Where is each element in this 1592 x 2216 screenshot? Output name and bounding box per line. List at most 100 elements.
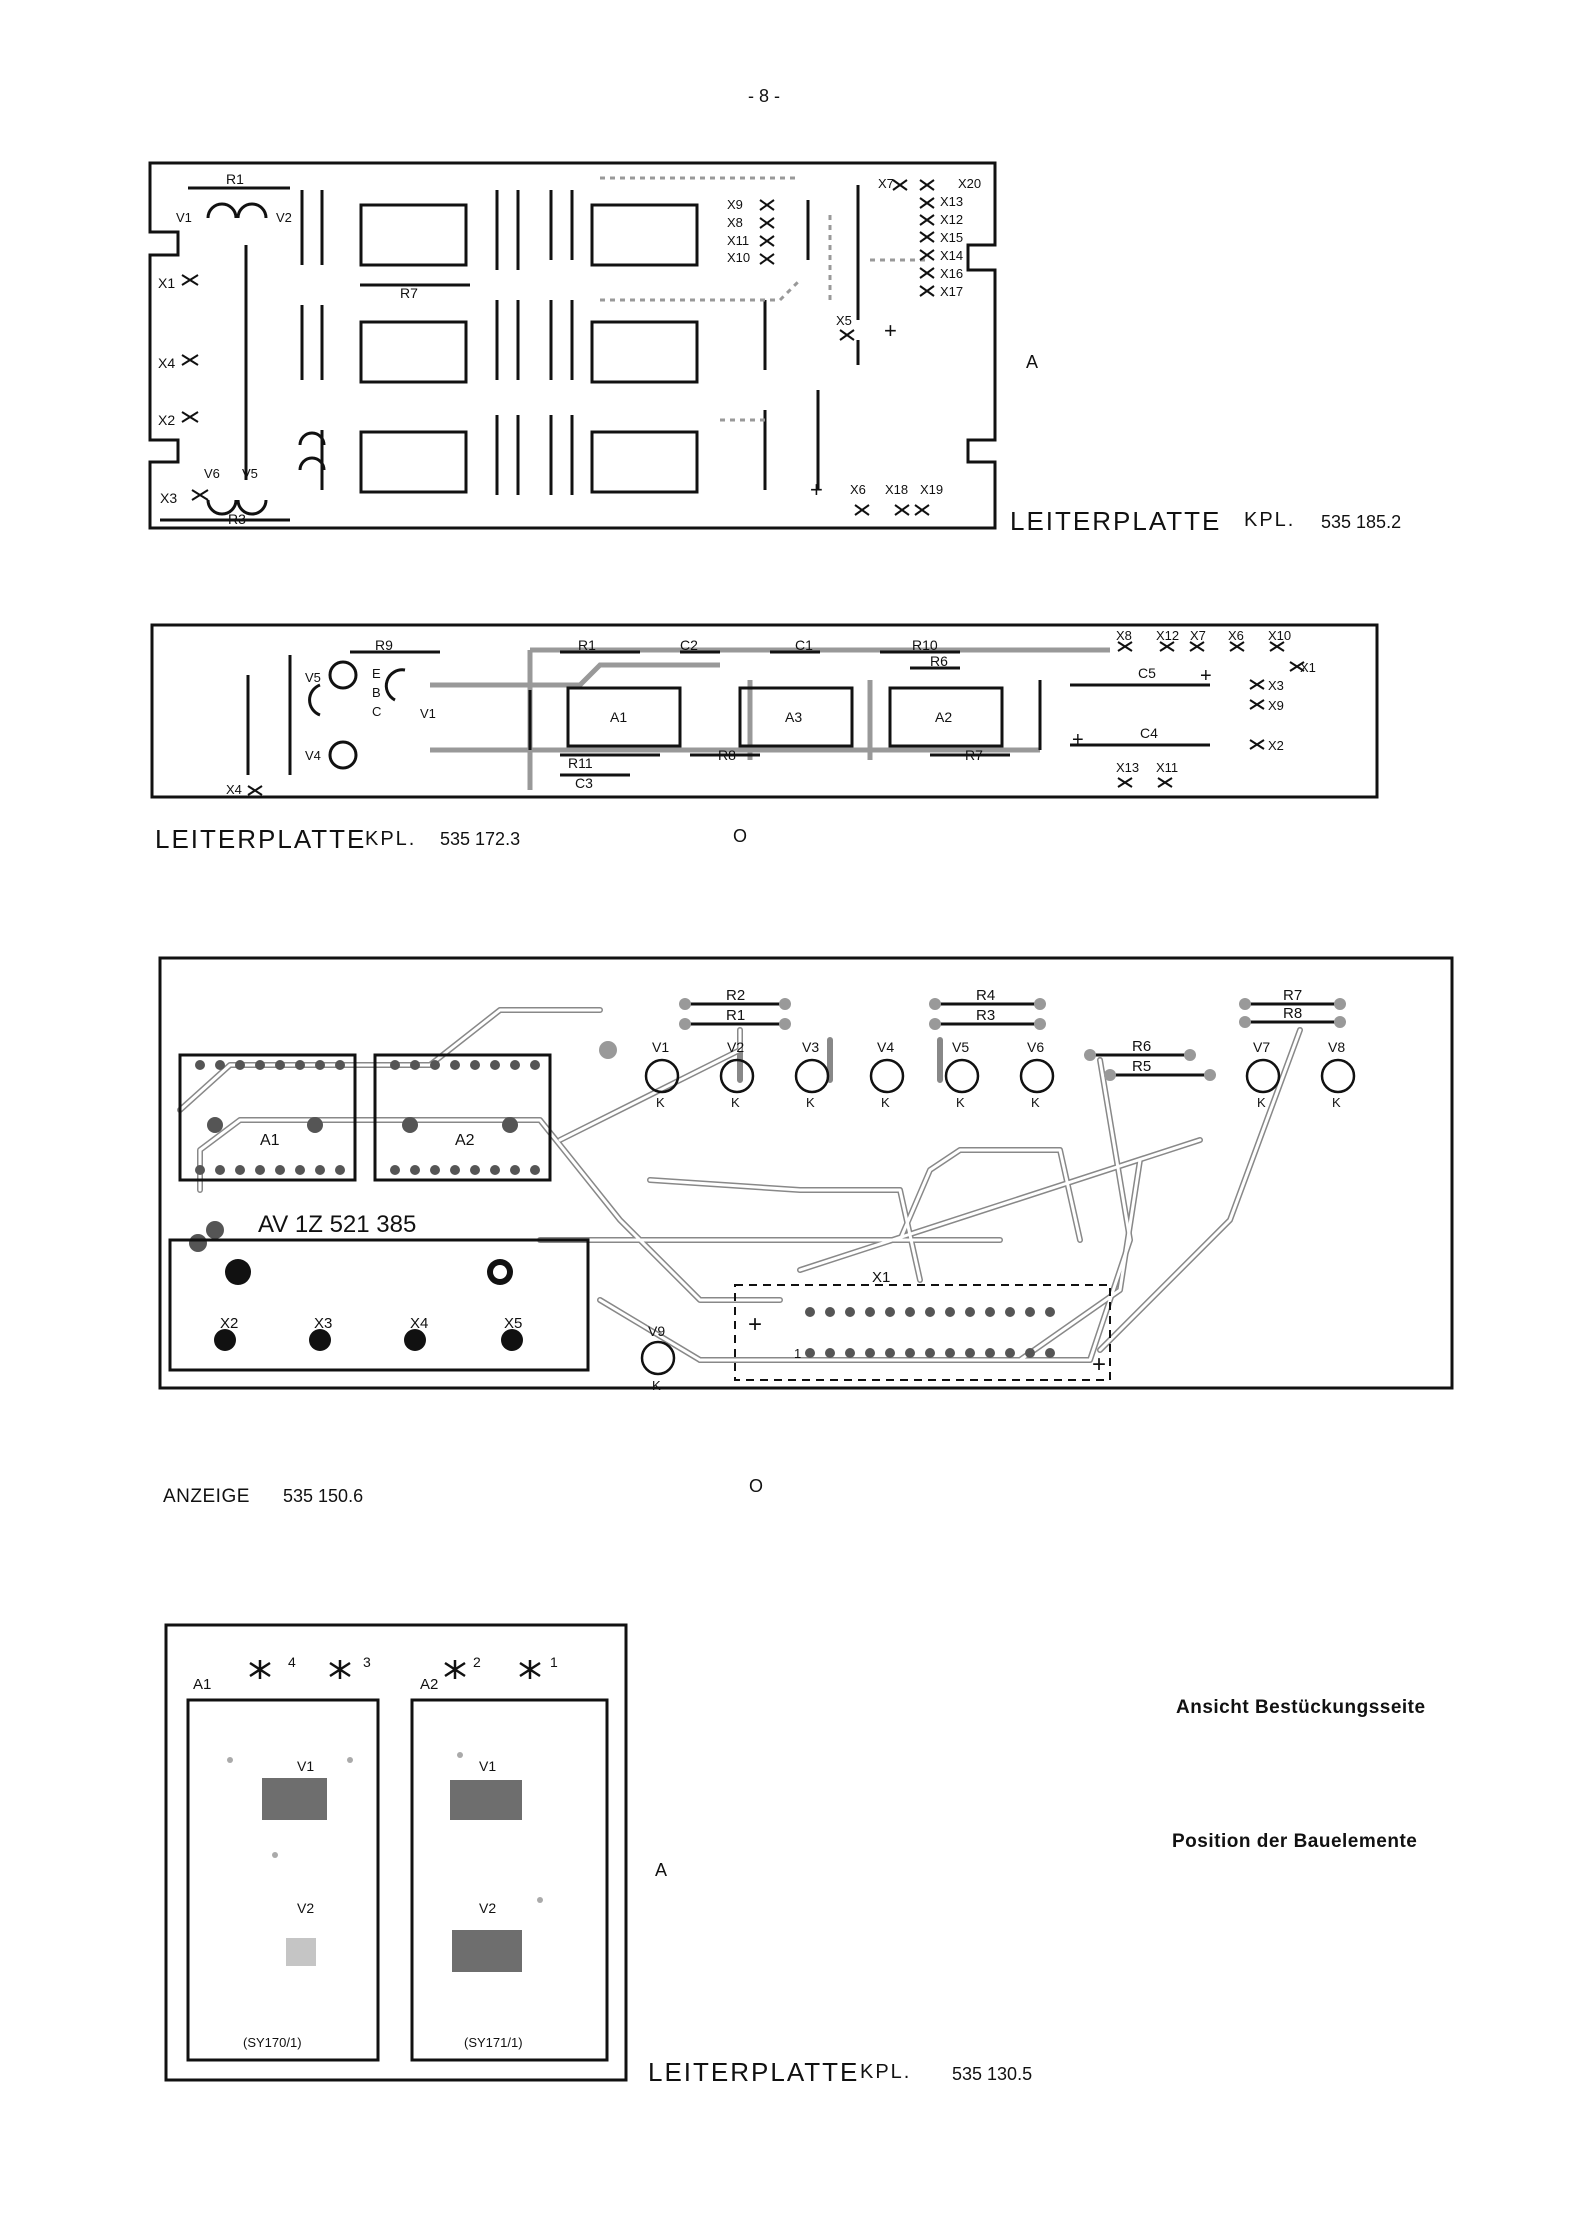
svg-text:E: E: [372, 666, 381, 681]
terminal-4: 4: [288, 1654, 296, 1670]
label-x17: X17: [940, 284, 963, 299]
label-x2: X2: [220, 1315, 238, 1332]
label-c2: C2: [680, 637, 698, 653]
label-r8: R8: [718, 747, 736, 763]
label-r2: R2: [726, 987, 745, 1004]
label-x5: X5: [504, 1315, 522, 1332]
label-x20: X20: [958, 176, 981, 191]
label-v2: V2: [276, 210, 292, 225]
board-2-title: LEITERPLATTE: [155, 824, 367, 854]
svg-text:K: K: [652, 1378, 661, 1393]
module-a2-type: (SY171/1): [464, 2035, 523, 2050]
label-x19: X19: [920, 482, 943, 497]
note-position: Position der Bauelemente: [1172, 1831, 1418, 1852]
label-r10: R10: [912, 637, 938, 653]
label-a1: A1: [610, 709, 627, 725]
module-a1-v2: V2: [297, 1900, 315, 1916]
label-x8: X8: [1116, 628, 1132, 643]
label-x13: X13: [940, 194, 963, 209]
svg-text:+: +: [1092, 1351, 1106, 1378]
board-2-code: 535 172.3: [440, 829, 521, 849]
svg-text:V7: V7: [1253, 1039, 1270, 1055]
label-x3: X3: [1268, 678, 1284, 693]
label-r1: R1: [578, 637, 596, 653]
label-v4: V4: [305, 748, 321, 763]
board-2-diagram: + + R9 R1 C2 C1 R10 R6 C5 C4 A1 A3 A2 R1…: [150, 623, 1379, 799]
label-v5: V5: [242, 466, 258, 481]
svg-text:B: B: [372, 685, 381, 700]
board-1-kpl: KPL.: [1244, 509, 1296, 531]
label-x3: X3: [314, 1315, 332, 1332]
label-x6: X6: [850, 482, 866, 497]
svg-text:V2: V2: [727, 1039, 744, 1055]
label-x13: X13: [1116, 760, 1139, 775]
label-x2: X2: [158, 412, 175, 428]
svg-text:C: C: [372, 704, 381, 719]
svg-text:K: K: [1332, 1095, 1341, 1110]
mirror-text: AV 1Z 521 385: [258, 1211, 416, 1238]
label-v1: V1: [176, 210, 192, 225]
board-4-kpl: KPL.: [860, 2061, 912, 2083]
label-v5: V5: [305, 670, 321, 685]
label-r4: R4: [976, 987, 995, 1004]
svg-text:+: +: [1200, 665, 1212, 687]
label-r7: R7: [1283, 987, 1302, 1004]
label-a3: A3: [785, 709, 802, 725]
label-x1: X1: [158, 275, 175, 291]
board-2-side: O: [733, 826, 748, 846]
label-r5: R5: [1132, 1058, 1151, 1075]
label-x10: X10: [1268, 628, 1291, 643]
label-x6: X6: [1228, 628, 1244, 643]
svg-text:+: +: [1072, 729, 1084, 751]
svg-text:K: K: [731, 1095, 740, 1110]
label-r7: R7: [400, 285, 418, 301]
svg-text:1: 1: [794, 1346, 801, 1361]
svg-text:K: K: [1257, 1095, 1266, 1110]
svg-text:K: K: [1031, 1095, 1040, 1110]
svg-text:+: +: [810, 477, 823, 502]
label-r8: R8: [1283, 1005, 1302, 1022]
label-r9: R9: [375, 637, 393, 653]
label-x3: X3: [160, 490, 177, 506]
svg-text:K: K: [806, 1095, 815, 1110]
label-x11: X11: [1156, 760, 1178, 775]
label-c5: C5: [1138, 665, 1156, 681]
board-1-diagram: + + X7 X9 X8 X11 X10 X20 X13 X12 X15 X14…: [148, 161, 997, 530]
label-r7: R7: [965, 747, 983, 763]
board-3-code: 535 150.6: [283, 1486, 364, 1506]
label-x12: X12: [940, 212, 963, 227]
board-4-title: LEITERPLATTE: [648, 2057, 860, 2087]
module-a2-v2: V2: [479, 1900, 497, 1916]
board-3-title: ANZEIGE: [163, 1486, 250, 1507]
svg-text:V9: V9: [648, 1323, 665, 1339]
label-a1: A1: [260, 1132, 280, 1149]
board-4-code: 535 130.5: [952, 2064, 1033, 2084]
board-3-side: O: [749, 1476, 764, 1496]
label-x8: X8: [727, 215, 743, 230]
label-a2: A2: [455, 1132, 475, 1149]
label-r6: R6: [1132, 1038, 1151, 1055]
svg-text:V8: V8: [1328, 1039, 1345, 1055]
board-1-side: A: [1026, 352, 1039, 372]
label-x7: X7: [1190, 628, 1206, 643]
svg-text:V5: V5: [952, 1039, 969, 1055]
label-c3: C3: [575, 775, 593, 791]
label-x5: X5: [836, 313, 852, 328]
label-r3: R3: [228, 511, 246, 527]
label-r11: R11: [568, 755, 593, 771]
board-3-diagram: + + A1 A2 AV 1Z 521 385 X2 X3 X4 X5 X1 1…: [158, 956, 1454, 1393]
label-r3: R3: [976, 1007, 995, 1024]
label-r1: R1: [726, 1007, 745, 1024]
terminal-2: 2: [473, 1654, 481, 1670]
label-x11: X11: [727, 233, 749, 248]
label-x1: X1: [872, 1269, 890, 1286]
label-x4: X4: [158, 355, 175, 371]
svg-text:V6: V6: [1027, 1039, 1044, 1055]
terminal-1: 1: [550, 1654, 558, 1670]
module-a1-type: (SY170/1): [243, 2035, 302, 2050]
module-a1-name: A1: [193, 1676, 212, 1693]
label-x16: X16: [940, 266, 963, 281]
svg-text:+: +: [748, 1311, 762, 1338]
label-a2: A2: [935, 709, 952, 725]
label-r6: R6: [930, 653, 948, 669]
